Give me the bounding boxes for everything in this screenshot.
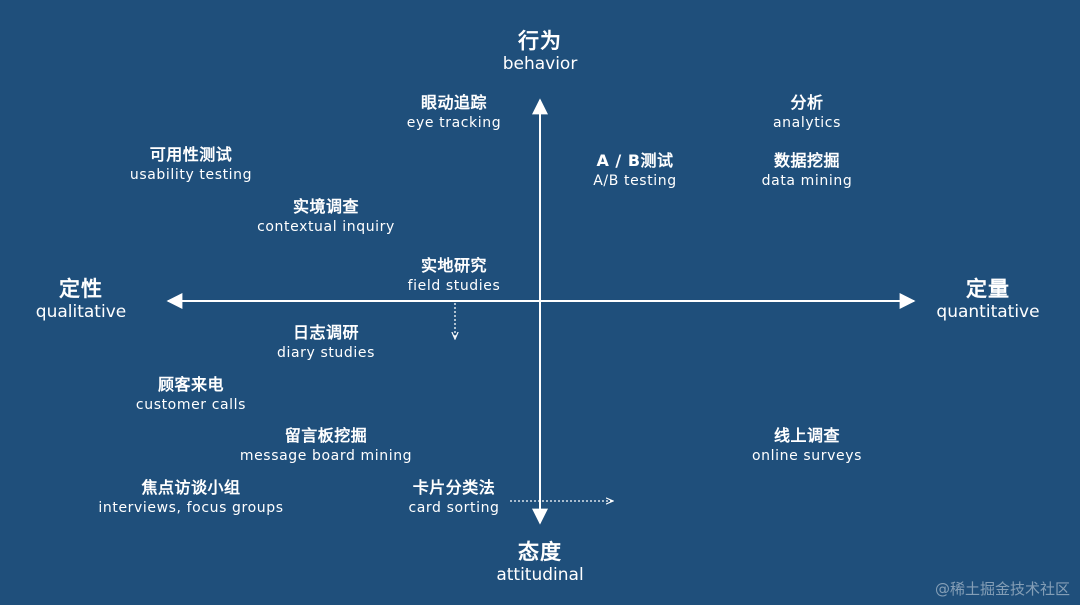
method-en: interviews, focus groups — [98, 500, 284, 517]
method-customer-calls: 顾客来电 customer calls — [136, 375, 246, 414]
method-en: eye tracking — [406, 115, 502, 132]
method-en: analytics — [773, 115, 841, 132]
method-zh: 数据挖掘 — [773, 151, 841, 170]
method-message-board-mining: 留言板挖掘 message board mining — [240, 426, 412, 465]
watermark: @稀土掘金技术社区 — [934, 580, 1070, 598]
method-en: customer calls — [135, 397, 247, 414]
method-contextual-inquiry: 实境调查 contextual inquiry — [257, 197, 395, 236]
method-zh: 焦点访谈小组 — [141, 478, 241, 497]
method-zh: 可用性测试 — [149, 145, 233, 164]
axis-top-zh: 行为 — [518, 29, 562, 53]
method-zh: 留言板挖掘 — [284, 426, 368, 445]
method-zh: 顾客来电 — [157, 375, 225, 394]
method-zh: 日志调研 — [292, 323, 359, 342]
method-en: diary studies — [277, 345, 375, 362]
axis-bottom-en: attitudinal — [496, 565, 584, 586]
method-interviews-focus-groups: 焦点访谈小组 interviews, focus groups — [98, 478, 283, 517]
method-usability-testing: 可用性测试 usability testing — [130, 145, 252, 184]
method-en: A/B testing — [593, 173, 677, 190]
method-zh: 卡片分类法 — [412, 478, 496, 497]
method-en: data mining — [761, 173, 853, 190]
axis-left-zh: 定性 — [58, 277, 103, 301]
axis-right-zh: 定量 — [965, 277, 1010, 301]
method-diary-studies: 日志调研 diary studies — [277, 323, 375, 362]
method-zh: 线上调查 — [773, 426, 840, 445]
method-zh: 实地研究 — [420, 256, 487, 275]
axis-label-behavior: 行为 behavior — [503, 29, 578, 75]
method-eye-tracking: 眼动追踪 eye tracking — [407, 93, 501, 132]
method-zh: A / B测试 — [596, 151, 674, 170]
axis-right-en: quantitative — [936, 302, 1040, 323]
axis-label-quantitative: 定量 quantitative — [936, 277, 1039, 323]
method-en: contextual inquiry — [257, 219, 395, 236]
method-online-surveys: 线上调查 online surveys — [752, 426, 862, 465]
method-zh: 眼动追踪 — [420, 93, 488, 112]
method-card-sorting: 卡片分类法 card sorting — [408, 478, 499, 517]
method-ab-testing: A / B测试 A/B testing — [593, 151, 676, 190]
axis-left-en: qualitative — [35, 302, 127, 323]
method-zh: 实境调查 — [292, 197, 359, 216]
axis-top-en: behavior — [502, 54, 578, 75]
method-data-mining: 数据挖掘 data mining — [762, 151, 853, 190]
method-en: card sorting — [408, 500, 500, 517]
method-en: message board mining — [239, 448, 413, 465]
axis-label-attitudinal: 态度 attitudinal — [496, 540, 583, 586]
method-zh: 分析 — [790, 93, 824, 112]
method-analytics: 分析 analytics — [773, 93, 841, 132]
axis-bottom-zh: 态度 — [518, 540, 562, 564]
axis-label-qualitative: 定性 qualitative — [36, 277, 126, 323]
method-en: field studies — [407, 278, 501, 295]
method-field-studies: 实地研究 field studies — [408, 256, 501, 295]
method-en: usability testing — [129, 167, 253, 184]
method-en: online surveys — [752, 448, 862, 465]
